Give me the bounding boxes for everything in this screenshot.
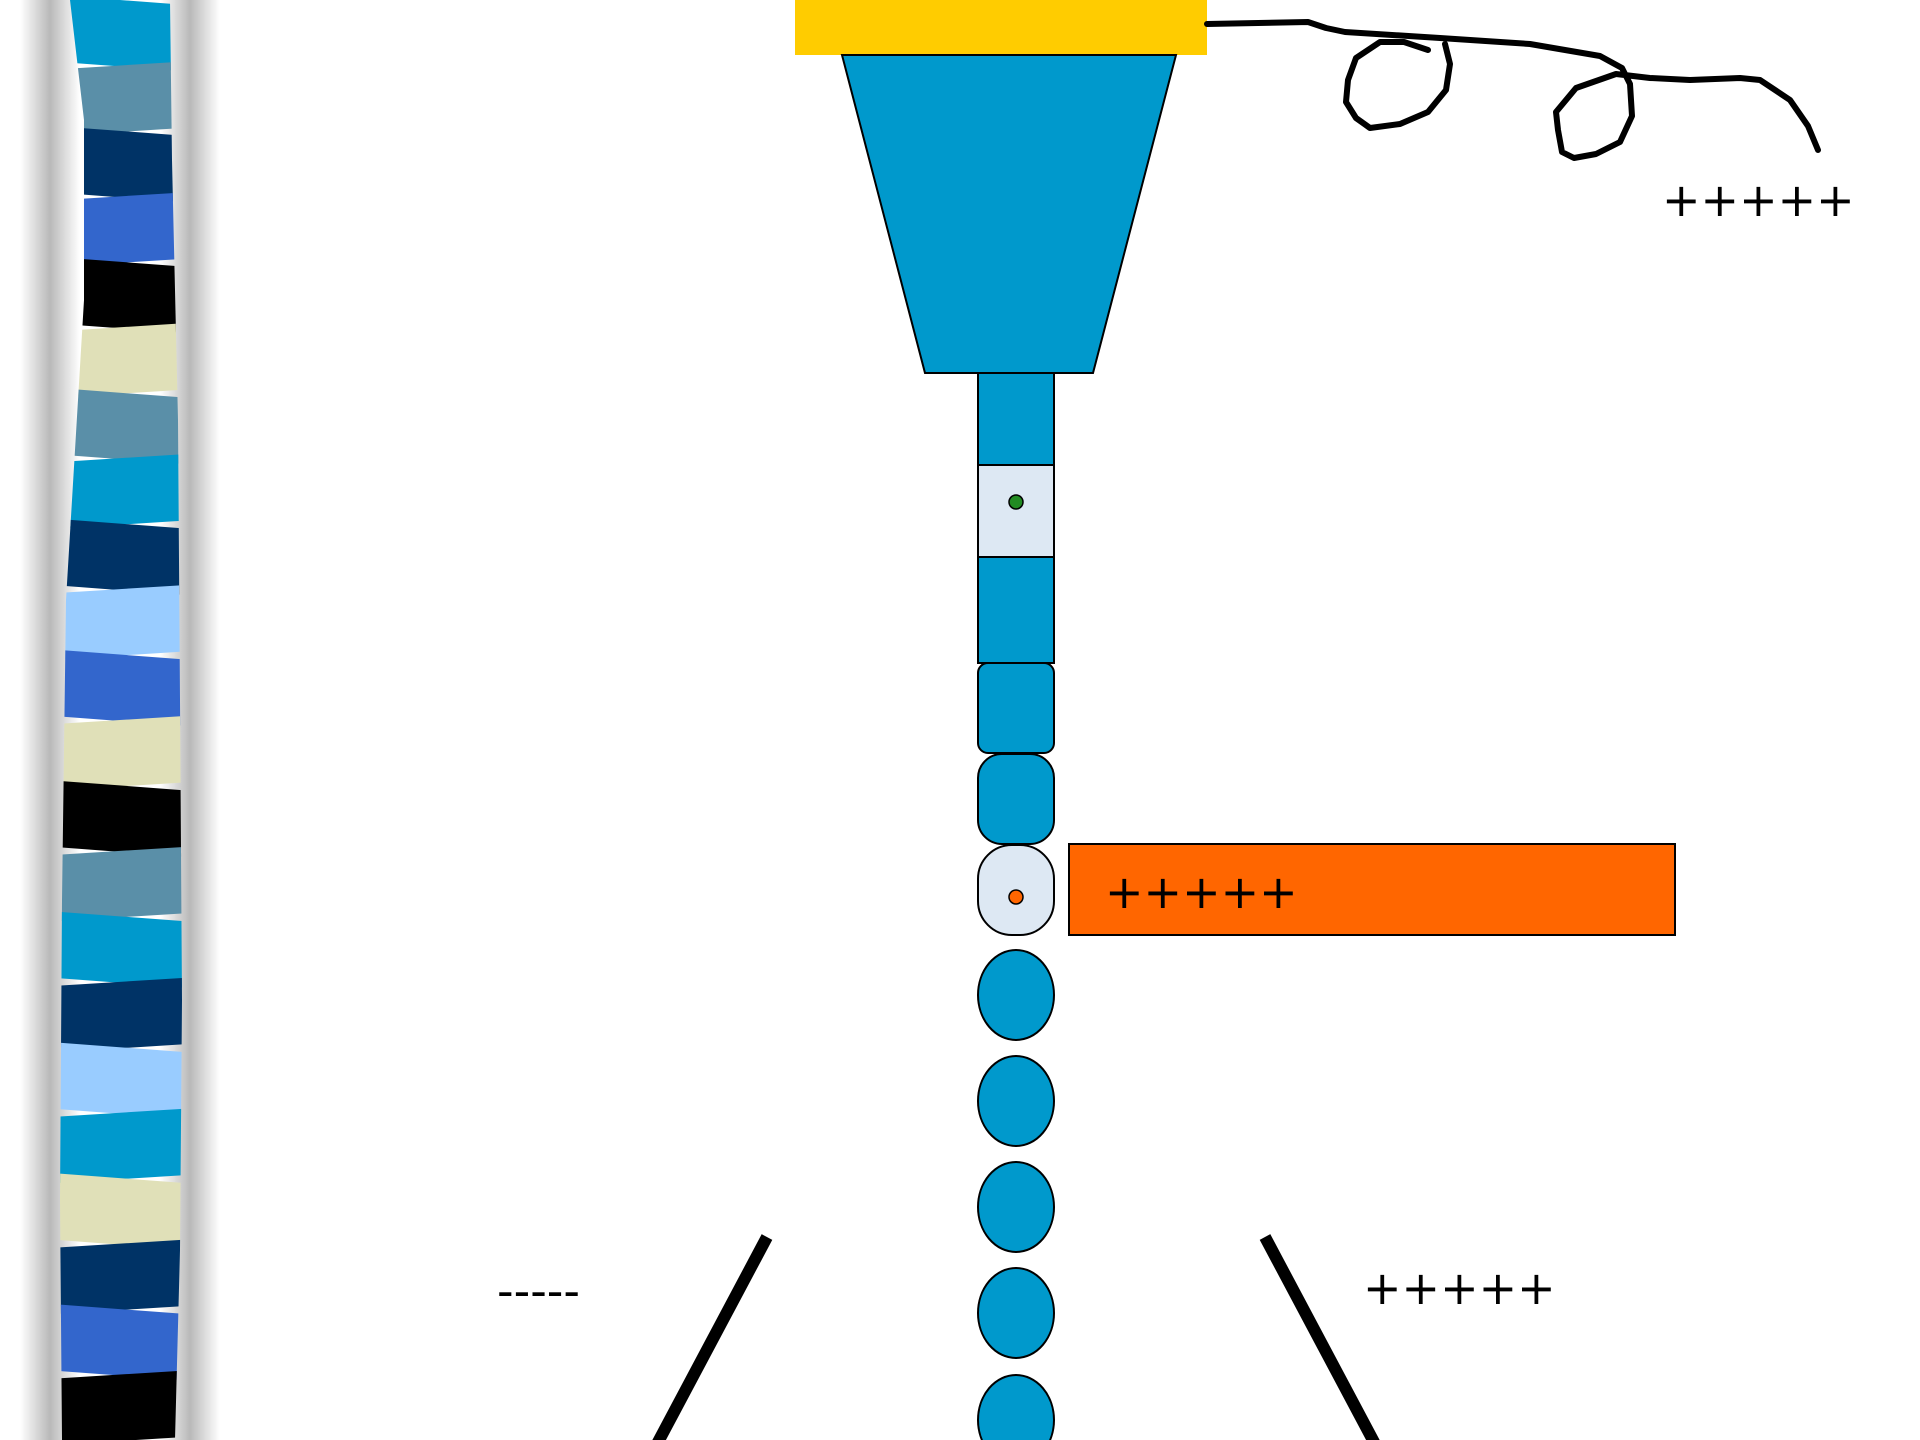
stalk-column xyxy=(977,372,1055,1440)
sidebar-stripe xyxy=(60,584,182,661)
sidebar-stripe xyxy=(60,1303,182,1382)
bead-4 xyxy=(977,1267,1055,1359)
sidebar-stripe xyxy=(60,386,182,466)
sidebar-stripe xyxy=(60,1107,182,1185)
sidebar-stripe xyxy=(60,648,182,727)
bead-5 xyxy=(977,1374,1055,1440)
sidebar-decoration xyxy=(20,0,220,1440)
rounded-segment-1 xyxy=(977,662,1055,754)
sidebar-stripe xyxy=(60,1172,182,1251)
slant-line-left xyxy=(652,1234,773,1440)
bead-1 xyxy=(977,949,1055,1041)
sidebar-stripe xyxy=(60,1369,182,1440)
orange-dot xyxy=(1008,889,1024,905)
sidebar-stripe xyxy=(60,910,182,989)
yellow-cap xyxy=(795,0,1207,55)
sidebar-stripe xyxy=(60,1041,182,1120)
sidebar-stripe xyxy=(60,976,182,1054)
sidebar-stripe xyxy=(60,779,182,858)
sidebar-stripe xyxy=(60,1238,182,1316)
label-top-right: +++++ xyxy=(1662,173,1855,227)
sidebar-stripe xyxy=(60,0,182,73)
stalk-segment-middle xyxy=(977,556,1055,664)
sidebar-stripe xyxy=(60,715,182,792)
rounded-segment-2 xyxy=(977,753,1055,845)
stalk-segment-top xyxy=(977,372,1055,466)
orange-bar xyxy=(1068,843,1676,936)
label-bottom-right: +++++ xyxy=(1363,1261,1556,1315)
sidebar-stripe xyxy=(60,517,182,597)
green-dot xyxy=(1008,494,1024,510)
tail-line xyxy=(1204,19,1821,161)
label-orange-bar: +++++ xyxy=(1105,865,1298,919)
funnel-body xyxy=(840,54,1178,374)
slant-line-right xyxy=(1259,1234,1380,1440)
stalk-segment-pale xyxy=(977,464,1055,558)
sidebar-stripe xyxy=(60,845,182,923)
sidebar-stripe xyxy=(60,453,182,530)
bead-3 xyxy=(977,1161,1055,1253)
bead-2 xyxy=(977,1055,1055,1147)
label-bottom-left: ----- xyxy=(497,1264,580,1318)
